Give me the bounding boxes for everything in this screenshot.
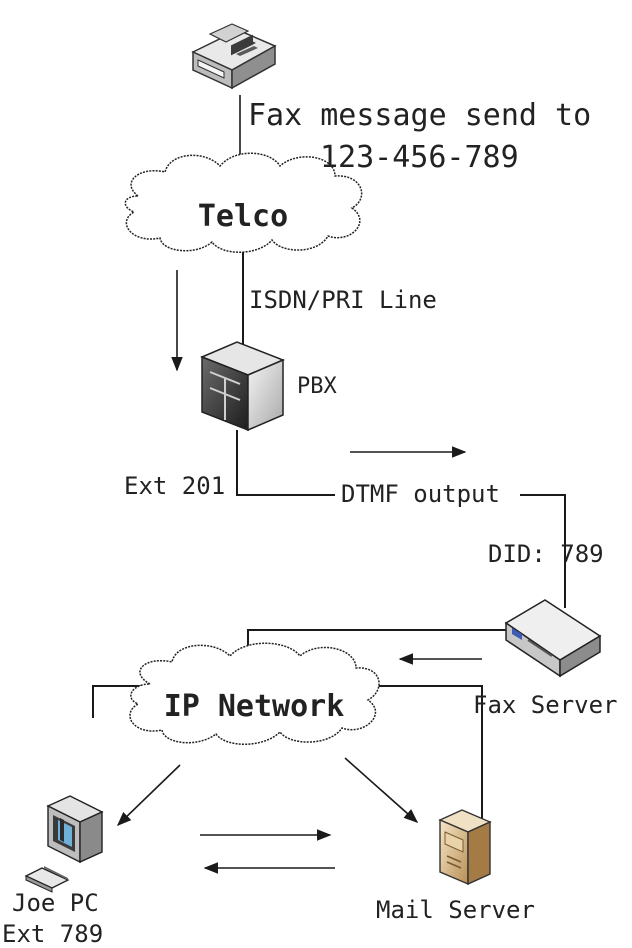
joe-ext-label: Ext 789	[2, 920, 103, 948]
ip-network-label: IP Network	[164, 689, 345, 724]
desktop-pc-icon	[24, 795, 104, 893]
pbx-label: PBX	[297, 374, 337, 399]
ip-network-cloud: IP Network	[129, 642, 380, 745]
network-to-mail-arrow	[344, 757, 419, 823]
mail-server-label: Mail Server	[376, 896, 535, 924]
network-to-mail-line	[360, 685, 483, 822]
pbx-server-icon	[200, 341, 285, 432]
network-to-pc-arrow	[116, 764, 181, 827]
did-label: DID: 789	[488, 540, 604, 568]
dtmf-line	[520, 494, 566, 608]
telco-label: Telco	[198, 199, 288, 234]
fax-message-line2: 123-456-789	[320, 140, 519, 175]
fax-server-icon	[504, 599, 602, 678]
joe-pc-label: Joe PC	[12, 889, 99, 917]
ext-201-label: Ext 201	[124, 472, 225, 500]
fax-server-label: Fax Server	[473, 691, 618, 719]
dtmf-label: DTMF output	[341, 480, 500, 508]
mail-server-icon	[438, 809, 492, 886]
isdn-label: ISDN/PRI Line	[249, 286, 437, 314]
fax-message-line1: Fax message send to	[248, 98, 591, 133]
telco-cloud: Telco	[124, 152, 363, 253]
fax-machine-icon	[191, 23, 277, 90]
ext-201-line	[236, 430, 335, 496]
